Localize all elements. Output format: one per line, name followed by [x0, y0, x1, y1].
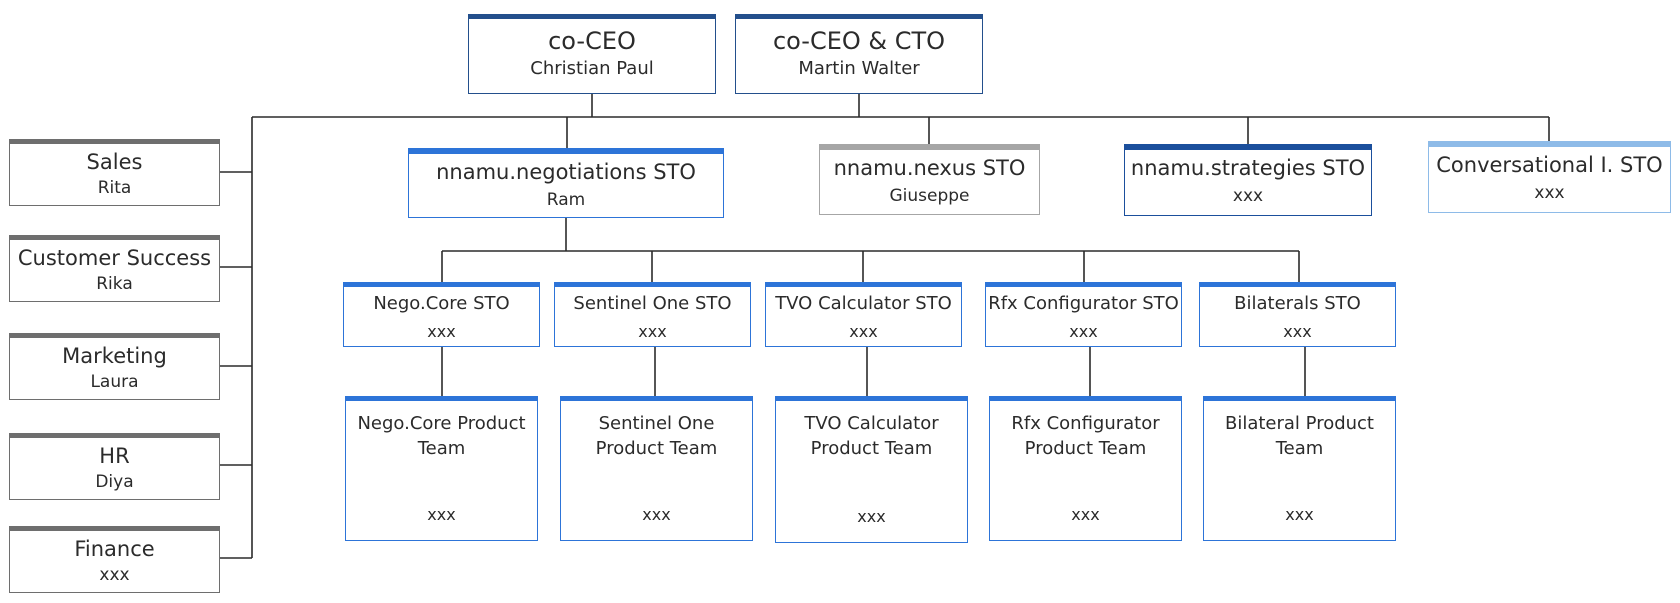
sub-sto-box-nego-core: Nego.Core STO xxx [343, 282, 540, 347]
sub-sto-name: xxx [427, 322, 456, 341]
team-title: Sentinel One Product Team [595, 413, 718, 459]
sub-sto-name: xxx [849, 322, 878, 341]
sto-box-negotiations: nnamu.negotiations STO Ram [408, 148, 724, 218]
exec-title: co-CEO [548, 27, 636, 55]
sub-sto-box-rfx-configurator: Rfx Configurator STO xxx [985, 282, 1182, 347]
sto-title: nnamu.nexus STO [833, 156, 1026, 180]
sto-box-nexus: nnamu.nexus STO Giuseppe [819, 144, 1040, 215]
team-name: xxx [427, 505, 456, 524]
sub-sto-box-sentinel-one: Sentinel One STO xxx [554, 282, 751, 347]
dept-name: Rita [97, 178, 132, 198]
sub-sto-box-bilaterals: Bilaterals STO xxx [1199, 282, 1396, 347]
sub-sto-name: xxx [638, 322, 667, 341]
sub-sto-title: Nego.Core STO [373, 293, 510, 314]
dept-name: xxx [99, 565, 130, 585]
dept-title: Marketing [62, 344, 167, 368]
exec-name: Christian Paul [530, 58, 654, 79]
team-title: Nego.Core Product Team [357, 413, 526, 459]
dept-title: Customer Success [17, 246, 212, 270]
dept-box-finance: Finance xxx [9, 526, 220, 593]
team-title: Rfx Configurator Product Team [1011, 413, 1160, 459]
team-box-bilateral: Bilateral Product Team xxx [1203, 396, 1396, 541]
sub-sto-title: Sentinel One STO [573, 293, 732, 314]
team-name: xxx [642, 505, 671, 524]
dept-title: HR [99, 444, 130, 468]
sub-sto-title: TVO Calculator STO [775, 293, 952, 314]
sto-title: nnamu.strategies STO [1130, 156, 1366, 180]
dept-title: Finance [74, 537, 155, 561]
team-name: xxx [857, 507, 886, 526]
sub-sto-box-tvo-calculator: TVO Calculator STO xxx [765, 282, 962, 347]
sto-name: xxx [1534, 183, 1565, 203]
team-box-rfx-configurator: Rfx Configurator Product Team xxx [989, 396, 1182, 541]
sto-name: Ram [546, 190, 586, 210]
sub-sto-title: Rfx Configurator STO [988, 293, 1179, 314]
exec-box-co-ceo: co-CEO Christian Paul [468, 14, 716, 94]
team-title: TVO Calculator Product Team [804, 413, 939, 459]
sto-box-conversational: Conversational I. STO xxx [1428, 141, 1671, 213]
dept-box-customer-success: Customer Success Rika [9, 235, 220, 302]
team-box-sentinel-one: Sentinel One Product Team xxx [560, 396, 753, 541]
sto-name: Giuseppe [889, 186, 970, 206]
sto-title: nnamu.negotiations STO [436, 160, 696, 184]
dept-box-sales: Sales Rita [9, 139, 220, 206]
dept-name: Laura [90, 372, 139, 392]
sto-box-strategies: nnamu.strategies STO xxx [1124, 144, 1372, 216]
exec-title: co-CEO & CTO [772, 27, 946, 55]
dept-name: Rika [96, 274, 133, 294]
sub-sto-name: xxx [1069, 322, 1098, 341]
team-box-nego-core: Nego.Core Product Team xxx [345, 396, 538, 541]
team-name: xxx [1071, 505, 1100, 524]
exec-name: Martin Walter [798, 58, 920, 79]
exec-box-co-ceo-cto: co-CEO & CTO Martin Walter [735, 14, 983, 94]
sto-title: Conversational I. STO [1436, 153, 1663, 177]
sub-sto-name: xxx [1283, 322, 1312, 341]
team-box-tvo-calculator: TVO Calculator Product Team xxx [775, 396, 968, 543]
team-name: xxx [1285, 505, 1314, 524]
dept-title: Sales [86, 150, 143, 174]
sub-sto-title: Bilaterals STO [1234, 293, 1361, 314]
dept-name: Diya [95, 472, 134, 492]
dept-box-marketing: Marketing Laura [9, 333, 220, 400]
sto-name: xxx [1232, 186, 1264, 206]
team-title: Bilateral Product Team [1224, 413, 1374, 459]
dept-box-hr: HR Diya [9, 433, 220, 500]
